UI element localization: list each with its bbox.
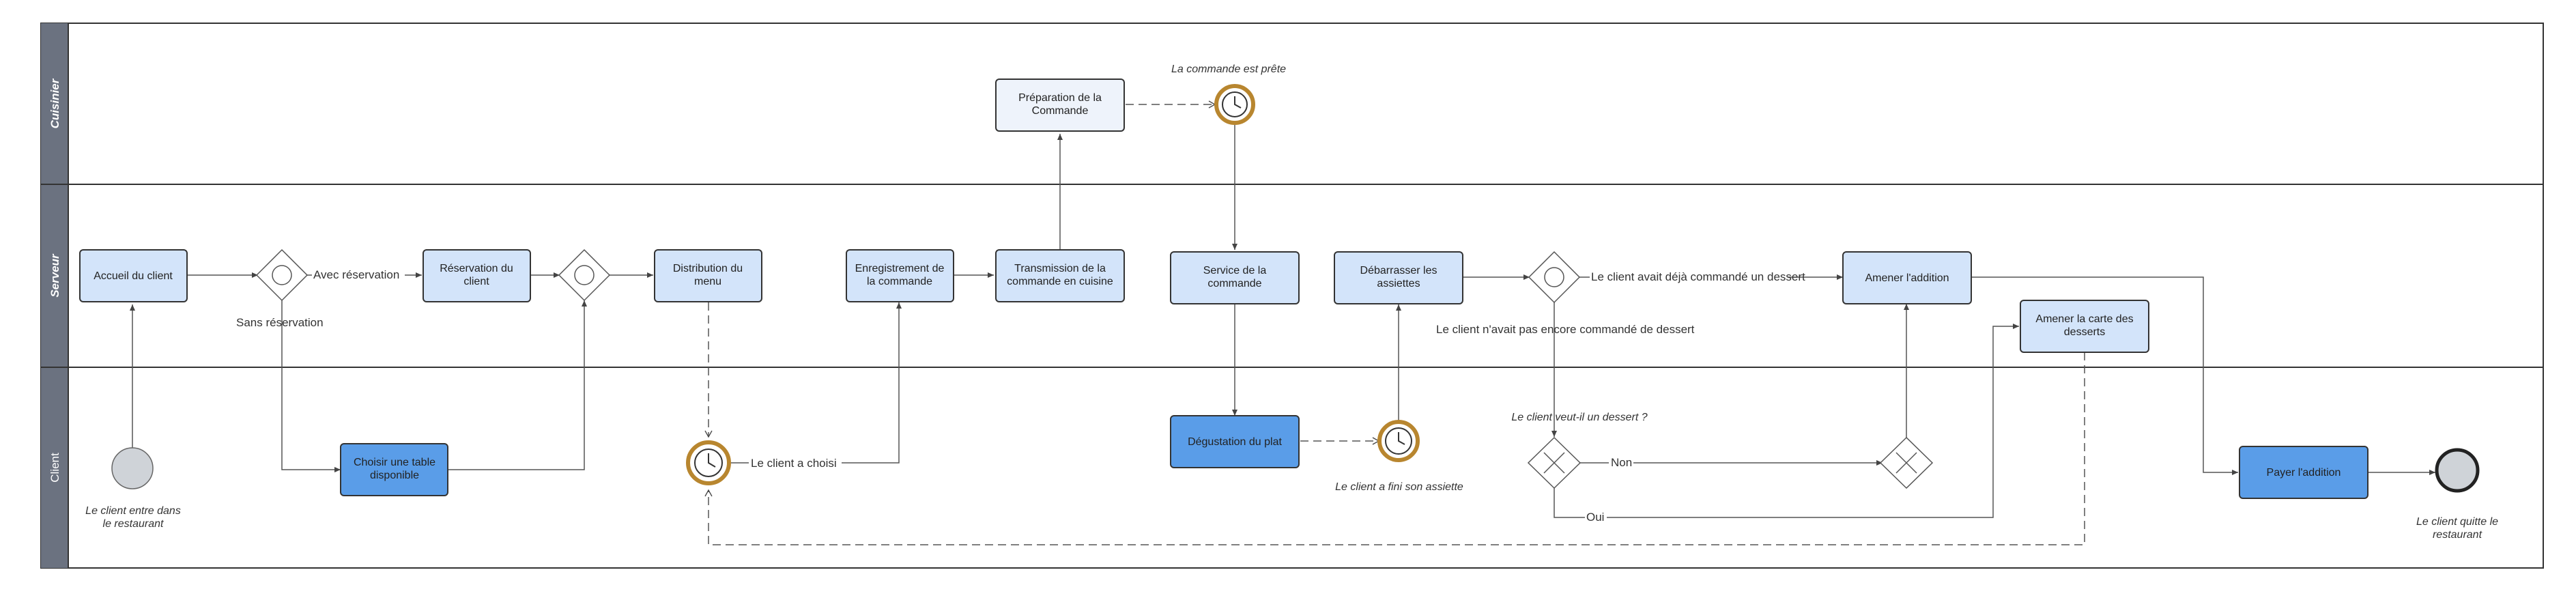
x-icon <box>1895 452 1917 474</box>
task-box <box>1842 251 1972 304</box>
flow-carte-desserts-loop <box>704 352 2085 545</box>
task-label: Dégustation du plat <box>1188 436 1282 448</box>
clock-icon <box>708 453 716 468</box>
flow-label-avec-reservation: Avec réservation <box>313 268 399 281</box>
task-box <box>995 249 1125 302</box>
task-payer[interactable]: Payer l'addition <box>2239 446 2369 499</box>
lane-label-serveur: Serveur <box>48 253 61 298</box>
lane-header-serveur <box>41 184 68 367</box>
task-box <box>846 249 954 302</box>
clock-icon <box>1234 96 1242 109</box>
flow-labels: Avec réservation Sans réservation Le cli… <box>236 266 1805 524</box>
flow-label-non: Non <box>1611 456 1632 469</box>
event-label-veut-dessert: Le client veut-il un dessert ? <box>1511 412 1647 423</box>
lane-header-cuisinier <box>41 23 68 184</box>
events <box>111 84 2480 493</box>
gateway-circle-icon <box>272 265 292 285</box>
label-backdrop <box>749 455 842 470</box>
gateway-circle-icon <box>574 265 595 285</box>
gateway-event-reservation <box>255 248 309 302</box>
label-backdrop <box>312 266 405 281</box>
gateway-circle-icon <box>1544 267 1564 287</box>
flow-label-oui: Oui <box>1586 511 1604 524</box>
lane-header-client <box>41 367 68 568</box>
task-label: Accueil du client <box>94 270 173 282</box>
dashed-flows <box>704 100 2085 545</box>
task-box <box>1170 415 1300 468</box>
clock-icon <box>1398 432 1405 445</box>
flow-oui <box>1554 324 2019 518</box>
task-addition[interactable]: Amener l'addition <box>1842 251 1972 304</box>
event-label-fini-assiette: Le client a fini son assiette <box>1335 481 1463 493</box>
task-degustation[interactable]: Dégustation du plat <box>1170 415 1300 468</box>
task-box <box>340 443 448 496</box>
task-label: Amener l'addition <box>1865 272 1949 284</box>
gateways <box>255 248 1934 489</box>
label-backdrop <box>1609 455 1633 469</box>
x-icon <box>1543 452 1565 474</box>
lane-label-cuisinier: Cuisinier <box>48 78 61 128</box>
task-box <box>423 249 531 302</box>
timer-event-commande-prete <box>1214 84 1255 125</box>
lane-label-client: Client <box>48 453 61 483</box>
task-box <box>79 249 188 302</box>
flow-gateway-to-choisir-table <box>281 299 341 472</box>
task-accueil[interactable]: Accueil du client <box>79 249 188 302</box>
flow-choisir-to-merge <box>447 300 587 470</box>
end-event <box>2435 448 2480 493</box>
task-box <box>1170 251 1300 304</box>
label-backdrop <box>1590 270 1788 283</box>
timer-event-fini-assiette <box>1377 420 1420 462</box>
task-box <box>654 249 762 302</box>
task-box <box>2020 300 2149 353</box>
flow-label-deja-commande: Le client avait déjà commandé un dessert <box>1591 270 1805 283</box>
event-labels: La commande est prête Le client a fini s… <box>85 63 2498 541</box>
task-box <box>1334 251 1463 304</box>
task-box <box>995 79 1125 132</box>
flow-label-client-a-choisi: Le client a choisi <box>751 457 837 470</box>
flow-label-pas-encore-commande: Le client n'avait pas encore commandé de… <box>1436 323 1695 336</box>
flow-addition-to-payer <box>1971 276 2238 475</box>
timer-event-client-choice <box>686 440 731 485</box>
label-backdrop <box>1585 510 1607 524</box>
event-label-commande-prete: La commande est prête <box>1171 63 1286 75</box>
gateway-exclusive-merge <box>1879 436 1934 489</box>
task-box <box>2239 446 2369 499</box>
task-label: Payer l'addition <box>2267 467 2341 479</box>
start-event <box>111 447 154 489</box>
gateway-event-dessert <box>1528 251 1581 304</box>
gateway-exclusive-veut-dessert <box>1527 436 1582 489</box>
flow-label-sans-reservation: Sans réservation <box>236 316 324 329</box>
gateway-event-merge <box>558 248 611 302</box>
sequence-flows <box>130 122 2435 518</box>
